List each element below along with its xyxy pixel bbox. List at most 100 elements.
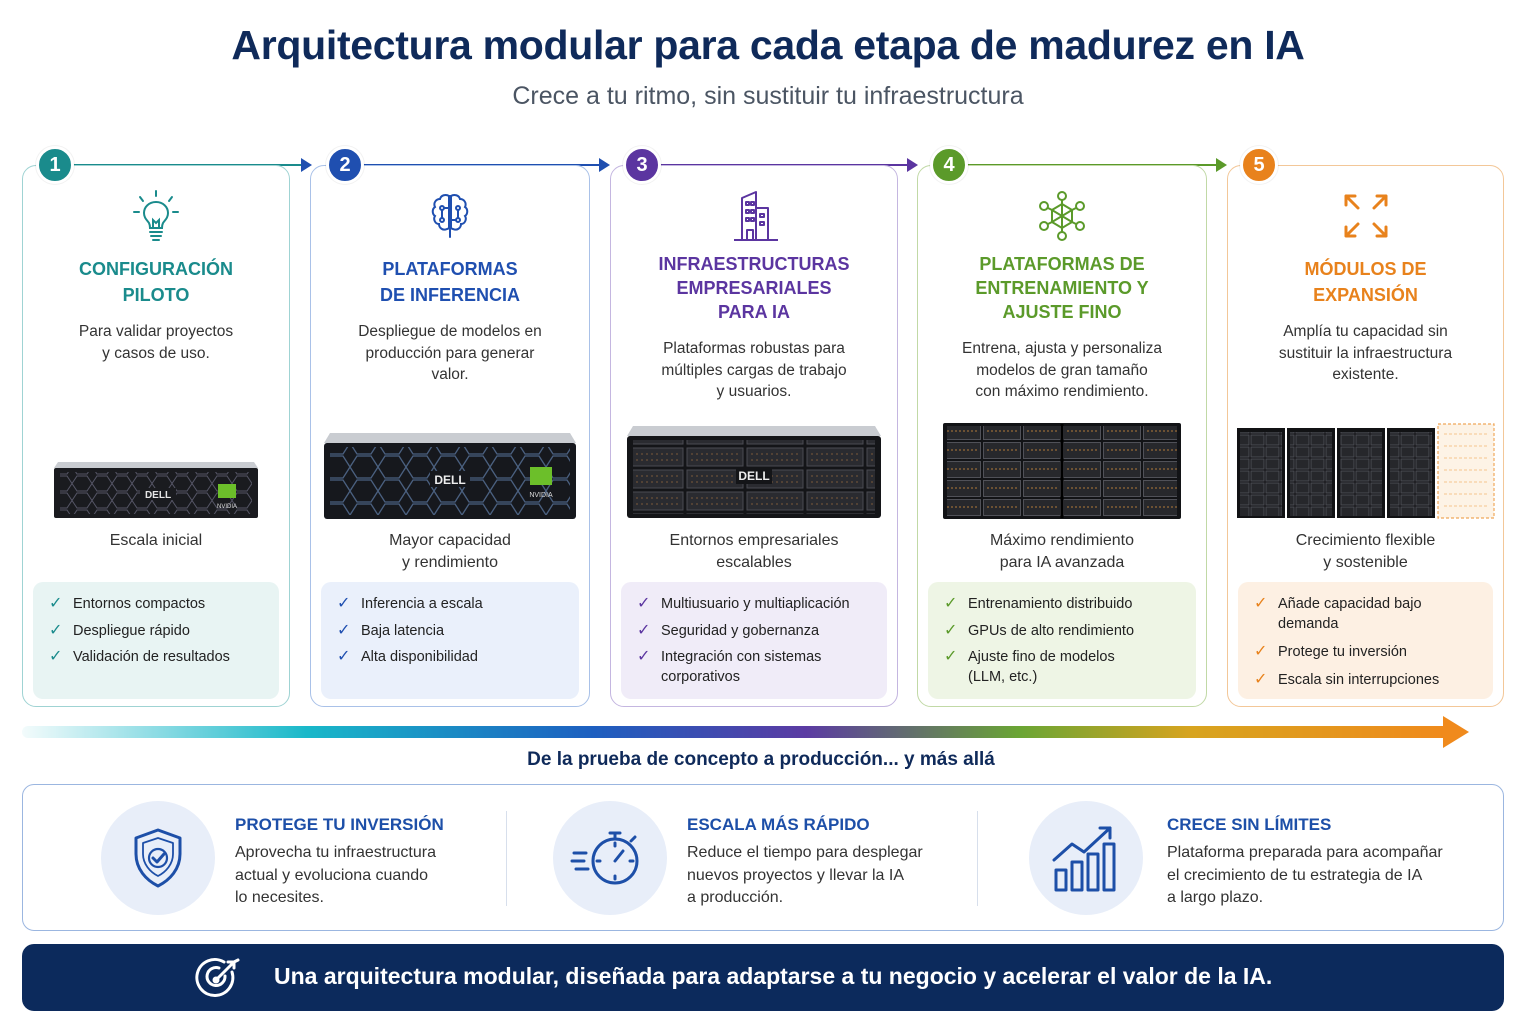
stage-benefits-list: ✓ Añade capacidad bajo demanda ✓ Protege t… <box>1238 582 1493 699</box>
page-title: Arquitectura modular para cada etapa de … <box>231 22 1305 68</box>
server-badge: NVIDIA <box>529 492 553 499</box>
stopwatch-icon <box>553 801 667 915</box>
check-icon: ✓ <box>1254 671 1268 688</box>
progress-arrow-head <box>1443 716 1469 748</box>
footer-message: Una arquitectura modular, diseñada para … <box>274 963 1273 989</box>
check-icon: ✓ <box>637 621 651 639</box>
benefit-item: ✓ Integración con sistemas corporativos <box>637 647 852 687</box>
server-image-expansion <box>1228 422 1503 520</box>
page-subtitle: Crece a tu ritmo, sin sustituir tu infra… <box>512 82 1024 110</box>
stage-title-line: INFRAESTRUCTURAS <box>658 254 850 274</box>
benefit-label: Despliegue rápido <box>73 622 190 639</box>
stage-benefits-list: ✓Entornos compactos ✓Despliegue rápido ✓… <box>33 582 279 699</box>
stage-number-badge: 4 <box>930 146 968 184</box>
benefit-item: ✓ Alta disponibilidad <box>337 647 567 667</box>
stage-description-line: existente. <box>1332 366 1399 383</box>
benefit-label: Multiusuario y multiaplicación <box>661 596 850 612</box>
check-icon: ✓ <box>944 621 958 639</box>
benefit-item: ✓Despliegue rápido <box>49 621 267 641</box>
stage-card-empresariales: INFRAESTRUCTURAS EMPRESARIALES PARA IA P… <box>610 165 898 707</box>
value-divider <box>506 811 507 906</box>
stage-card-piloto: CONFIGURACIÓN PILOTO Para validar proyec… <box>22 165 290 707</box>
stage-description-line: valor. <box>431 366 469 383</box>
stage-description-line: Plataformas robustas para <box>663 340 845 357</box>
check-icon: ✓ <box>49 595 63 612</box>
value-description-line: Reduce el tiempo para desplegar <box>687 844 923 861</box>
stage-description-line: sustituir la infraestructura <box>1278 344 1453 362</box>
stage-description-line: Entrena, ajusta y personaliza <box>962 340 1162 357</box>
footer-banner: Una arquitectura modular, diseñada para … <box>22 944 1504 1011</box>
stage-scale-line: escalables <box>716 554 792 571</box>
benefit-label: Protege tu inversión <box>1278 644 1407 660</box>
lightbulb-icon <box>23 188 289 244</box>
stage-scale-line: Entornos empresariales <box>669 532 839 549</box>
network-icon <box>918 188 1206 244</box>
benefit-label: Validación de resultados <box>73 649 230 665</box>
stage-description-line: múltiples cargas de trabajo <box>661 361 847 379</box>
benefit-label: Integración con sistemas corporativos <box>661 649 822 685</box>
server-brand: DELL <box>434 473 465 487</box>
target-icon <box>194 954 242 1002</box>
stage-card-inferencia: PLATAFORMAS DE INFERENCIA Despliegue de … <box>310 165 590 707</box>
benefit-item: ✓Ajuste fino de modelos (LLM, etc.) <box>944 647 1134 687</box>
stage-scale-line: Máximo rendimiento <box>989 532 1135 549</box>
value-divider <box>977 811 978 906</box>
value-description-line: el crecimiento de tu estrategia de IA <box>1167 866 1423 884</box>
server-image-training <box>918 422 1206 520</box>
stage-scale-line: Crecimiento flexible <box>1295 532 1436 549</box>
benefit-label: Añade capacidad bajo demanda <box>1278 596 1422 632</box>
server-image-enterprise: DELL <box>611 424 897 520</box>
benefit-item: ✓ Multiusuario y multiaplicación <box>637 594 875 614</box>
check-icon: ✓ <box>337 648 351 665</box>
benefit-item: ✓ Añade capacidad bajo demanda <box>1254 594 1481 634</box>
benefit-item: ✓GPUs de alto rendimiento <box>944 621 1184 641</box>
check-icon: ✓ <box>637 595 651 612</box>
benefit-label: Inferencia a escala <box>361 596 483 612</box>
stage-title-line: PARA IA <box>718 302 790 322</box>
stage-title-line: DE INFERENCIA <box>379 285 520 305</box>
value-description-line: Plataforma preparada para acompañar <box>1167 844 1443 861</box>
stage-title-line: PLATAFORMAS <box>382 259 518 279</box>
benefit-item: ✓Validación de resultados <box>49 647 267 667</box>
benefit-label: Alta disponibilidad <box>361 649 478 665</box>
check-icon: ✓ <box>1254 595 1268 612</box>
check-icon: ✓ <box>1254 643 1268 660</box>
check-icon: ✓ <box>637 648 651 665</box>
stage-description-line: Amplía tu capacidad sin <box>1283 323 1448 340</box>
stage-title-line: MÓDULOS DE <box>1304 259 1427 279</box>
shield-check-icon <box>101 801 215 915</box>
benefit-label: Escala sin interrupciones <box>1278 672 1440 688</box>
benefit-label: Ajuste fino de modelos (LLM, etc.) <box>968 649 1115 685</box>
progress-label: De la prueba de concepto a producción...… <box>527 749 995 770</box>
benefit-item: ✓ Entrenamiento distribuido <box>944 594 1184 614</box>
benefit-item: ✓Entornos compactos <box>49 594 267 614</box>
stage-title-line: CONFIGURACIÓN <box>79 259 233 279</box>
expand-arrows-icon <box>1228 188 1503 244</box>
check-icon: ✓ <box>944 595 958 612</box>
value-title: PROTEGE TU INVERSIÓN <box>235 815 444 834</box>
stage-scale-line: Mayor capacidad <box>389 532 511 549</box>
benefit-item: ✓Baja latencia <box>337 621 567 641</box>
benefit-label: Baja latencia <box>361 622 445 639</box>
stage-card-entrenamiento: PLATAFORMAS DE ENTRENAMIENTO Y AJUSTE FI… <box>917 165 1207 707</box>
server-image-inference: DELL NVIDIA <box>311 431 589 521</box>
server-brand: DELL <box>738 469 769 483</box>
stage-description-line: con máximo rendimiento. <box>975 383 1149 400</box>
server-badge: NVIDIA <box>217 504 237 510</box>
stage-number-badge: 3 <box>623 146 661 184</box>
value-description-line: Aprovecha tu infraestructura <box>235 844 436 861</box>
stage-scale-line: y sostenible <box>1323 554 1408 571</box>
stage-title-line: ENTRENAMIENTO Y <box>975 278 1149 298</box>
value-title: ESCALA MÁS RÁPIDO <box>687 815 870 834</box>
stage-benefits-list: ✓Multiusuario y multiaplicación ✓Segurid… <box>621 582 887 699</box>
stage-description-line: y usuarios. <box>716 383 792 400</box>
stage-description-line: modelos de gran tamaño <box>976 361 1148 379</box>
stage-title-line: EMPRESARIALES <box>676 278 832 298</box>
value-description-line: a largo plazo. <box>1167 889 1264 906</box>
benefit-item: ✓Inferencia a escala <box>337 594 567 614</box>
stage-title-line: AJUSTE FINO <box>1002 302 1122 322</box>
growth-chart-icon <box>1029 801 1143 915</box>
benefit-label: Entrenamiento distribuido <box>968 596 1133 612</box>
value-description-line: lo necesites. <box>235 889 324 906</box>
stage-scale-line: y rendimiento <box>401 554 499 571</box>
